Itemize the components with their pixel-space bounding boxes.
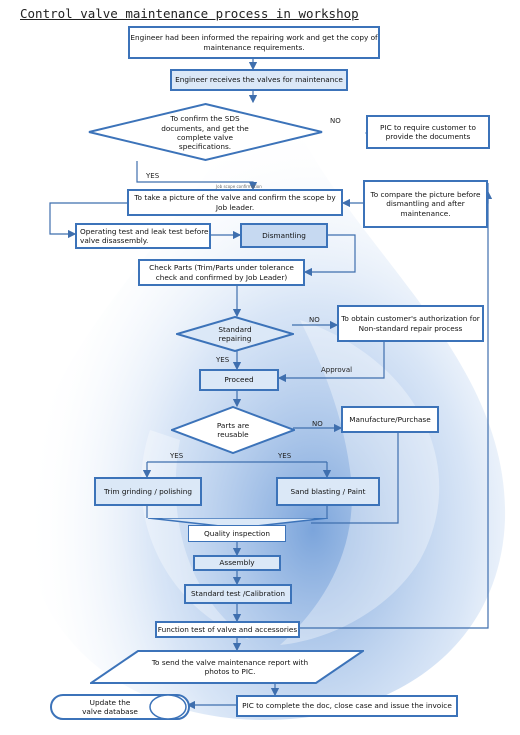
- step-label: To take a picture of the valve and confi…: [134, 193, 336, 212]
- step-label: Function test of valve and accessories: [157, 624, 298, 634]
- step-label: Standard test /Calibration: [190, 589, 285, 599]
- label-no-reusable: NO: [312, 420, 323, 428]
- db-update-valve-database[interactable]: [50, 694, 190, 720]
- step-label: PIC to complete the doc, close case and …: [242, 701, 452, 711]
- step-check-parts[interactable]: Check Parts (Trim/Parts under tolerance …: [138, 259, 305, 286]
- step-compare-picture[interactable]: To compare the picture before dismantlin…: [363, 180, 488, 228]
- step-operating-test[interactable]: Operating test and leak test before valv…: [75, 223, 211, 249]
- label-no-standard: NO: [309, 316, 320, 324]
- step-function-test[interactable]: Function test of valve and accessories: [155, 621, 300, 638]
- step-obtain-authorization[interactable]: To obtain customer's authorization for N…: [337, 305, 484, 342]
- step-label: Check Parts (Trim/Parts under tolerance …: [149, 263, 294, 282]
- step-trim-grinding[interactable]: Trim grinding / polishing: [94, 477, 202, 506]
- step-label: Trim grinding / polishing: [104, 486, 192, 496]
- step-engineer-receives[interactable]: Engineer receives the valves for mainten…: [170, 69, 348, 91]
- step-label: Dismantling: [262, 230, 306, 240]
- step-label: Engineer had been informed the repairing…: [130, 33, 378, 52]
- merge-shape: [148, 518, 328, 528]
- label-yes-reusable-right: YES: [278, 452, 292, 460]
- step-dismantling[interactable]: Dismantling: [240, 223, 328, 248]
- step-proceed[interactable]: Proceed: [199, 369, 279, 391]
- label-no-documents: NO: [330, 117, 341, 125]
- step-sand-blasting[interactable]: Sand blasting / Paint: [276, 477, 380, 506]
- step-engineer-informed[interactable]: Engineer had been informed the repairing…: [128, 26, 380, 59]
- step-label: Proceed: [224, 375, 254, 385]
- step-manufacture-purchase[interactable]: Manufacture/Purchase: [341, 406, 439, 433]
- step-label: Quality inspection: [204, 528, 270, 538]
- step-label: Operating test and leak test before valv…: [80, 226, 209, 245]
- decision-parts-reusable[interactable]: [171, 406, 295, 454]
- decision-parts-reusable-label: Parts are reusable: [216, 420, 250, 439]
- step-pic-require-documents[interactable]: PIC to require customer to provide the d…: [366, 115, 490, 149]
- decision-standard-repairing-label: Standard repairing: [218, 324, 252, 343]
- step-label: Assembly: [219, 558, 255, 568]
- step-label: To obtain customer's authorization for N…: [341, 314, 480, 333]
- step-label: Engineer receives the valves for mainten…: [175, 75, 343, 85]
- step-label: To compare the picture before dismantlin…: [370, 190, 481, 218]
- step-assembly[interactable]: Assembly: [193, 555, 281, 571]
- page-title: Control valve maintenance process in wor…: [20, 6, 359, 21]
- step-take-picture[interactable]: To take a picture of the valve and confi…: [127, 189, 343, 216]
- io-send-report[interactable]: [90, 650, 364, 684]
- label-approval: Approval: [321, 366, 353, 374]
- step-label: PIC to require customer to provide the d…: [380, 122, 476, 141]
- step-standard-test[interactable]: Standard test /Calibration: [184, 584, 292, 604]
- step-pic-complete[interactable]: PIC to complete the doc, close case and …: [236, 695, 458, 717]
- decision-standard-repairing[interactable]: [176, 316, 294, 352]
- label-yes-reusable-left: YES: [170, 452, 184, 460]
- db-update-valve-database-label: Update the valve database: [82, 697, 138, 716]
- step-label: Sand blasting / Paint: [290, 486, 366, 496]
- step-label: Manufacture/Purchase: [349, 414, 431, 424]
- label-yes-standard: YES: [216, 356, 230, 364]
- io-send-report-label: To send the valve maintenance report wit…: [151, 657, 309, 676]
- step-quality-inspection[interactable]: Quality inspection: [188, 525, 286, 542]
- decision-confirm-sds[interactable]: [87, 102, 324, 162]
- label-tiny-note: Job scope confirmation: [216, 184, 262, 189]
- label-yes-documents: YES: [146, 172, 160, 180]
- decision-confirm-sds-label: To confirm the SDS documents, and get th…: [161, 114, 249, 152]
